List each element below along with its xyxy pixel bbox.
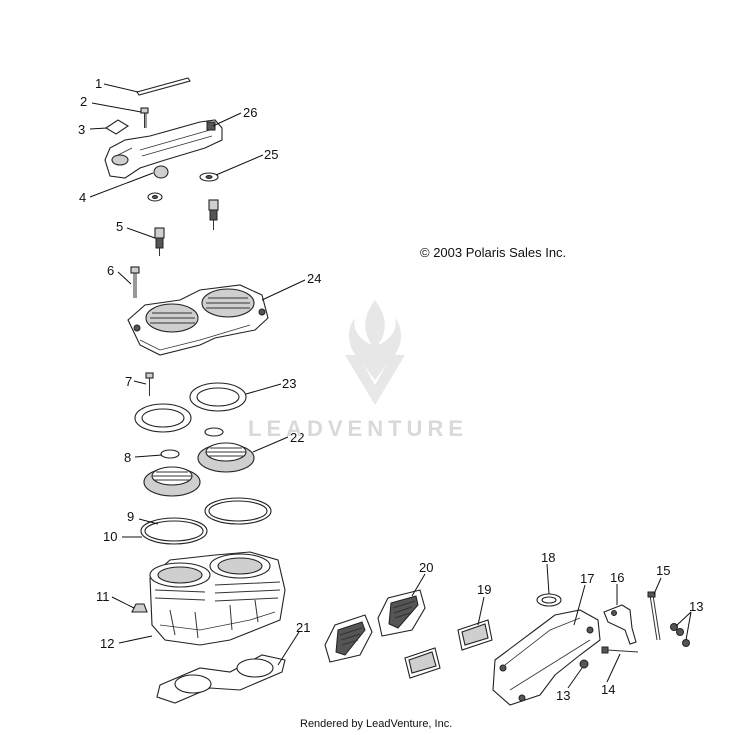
- callout-6: 6: [107, 263, 114, 278]
- part-16-bracket: [603, 604, 637, 645]
- callout-16: 16: [610, 570, 624, 585]
- callout-21: 21: [296, 620, 310, 635]
- part-7-bolt: [145, 372, 154, 396]
- part-4-cap: [153, 165, 169, 179]
- callout-10: 10: [103, 529, 117, 544]
- callout-8: 8: [124, 450, 131, 465]
- part-5-spark-plug: [154, 227, 165, 256]
- callout-17: 17: [580, 571, 594, 586]
- callout-15: 15: [656, 563, 670, 578]
- part-2-screw: [140, 107, 149, 128]
- watermark-text: LEADVENTURE: [248, 416, 469, 441]
- part-19-reed-block: [457, 619, 493, 651]
- callout-14: 14: [601, 682, 615, 697]
- callout-2: 2: [80, 94, 87, 109]
- part-8-o-ring: [160, 449, 180, 459]
- part-25-gasket: [199, 172, 219, 182]
- callout-22: 22: [290, 430, 304, 445]
- part-22-dome-a: [197, 442, 255, 473]
- o-ring-2: [204, 427, 224, 437]
- footer-credit: Rendered by LeadVenture, Inc.: [300, 718, 453, 730]
- part-20-reed-valve-a: [324, 614, 373, 663]
- callout-11: 11: [96, 589, 110, 604]
- callout-20: 20: [419, 560, 433, 575]
- part-26-cover: [104, 119, 223, 179]
- spark-plug-2: [208, 199, 219, 230]
- callout-1: 1: [95, 76, 102, 91]
- callout-18: 18: [541, 550, 555, 565]
- callout-9: 9: [127, 509, 134, 524]
- callout-19: 19: [477, 582, 491, 597]
- part-13-bolt-low: [579, 659, 589, 669]
- part-1-strip: [136, 77, 191, 96]
- copyright-notice: © 2003 Polaris Sales Inc.: [420, 245, 567, 260]
- part-3-decal: [104, 119, 130, 135]
- callout-13-upper: 13: [689, 599, 703, 614]
- callout-4: 4: [79, 190, 86, 205]
- washer: [147, 192, 163, 202]
- reed-block-2: [404, 647, 441, 679]
- callout-26: 26: [243, 105, 257, 120]
- part-11-plug: [131, 603, 148, 613]
- part-9-gasket: [204, 497, 272, 525]
- part-18-gasket: [536, 593, 562, 607]
- part-21-gasket: [156, 654, 286, 704]
- reed-valve-b: [377, 589, 426, 637]
- part-6-bolt: [130, 266, 140, 298]
- callout-12: 12: [100, 636, 114, 651]
- part-23-gasket-a: [189, 382, 247, 412]
- part-14-bolt: [601, 646, 639, 654]
- part-15-stud: [647, 591, 661, 641]
- callout-5: 5: [116, 219, 123, 234]
- part-24-cylinder-head: [127, 284, 269, 356]
- callout-13-lower: 13: [556, 688, 570, 703]
- part-12-cylinder-block: [149, 551, 286, 646]
- callout-3: 3: [78, 122, 85, 137]
- part-13-screws: [670, 623, 690, 647]
- leadventure-watermark-logo: [345, 300, 405, 405]
- callout-24: 24: [307, 271, 321, 286]
- gasket-b: [134, 403, 192, 433]
- callout-23: 23: [282, 376, 296, 391]
- part-10-gasket: [140, 517, 208, 545]
- callout-7: 7: [125, 374, 132, 389]
- callout-labels: 1 2 3 4 5 6 7 8 9 10 11 12 13 13 14 15 1…: [78, 76, 703, 703]
- part-17-intake-manifold: [492, 609, 601, 706]
- dome-b: [143, 466, 201, 497]
- callout-25: 25: [264, 147, 278, 162]
- leader-lines: [89, 83, 692, 689]
